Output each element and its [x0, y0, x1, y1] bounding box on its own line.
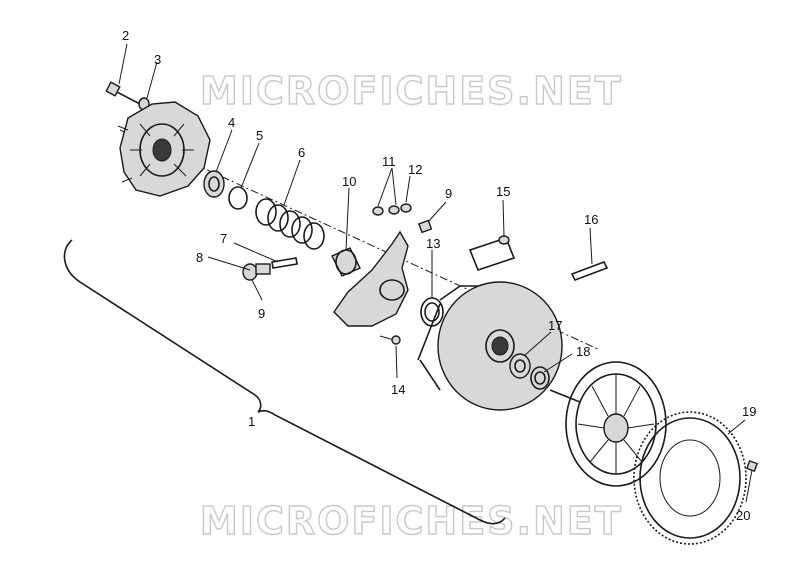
ring-gear-part: [633, 411, 747, 545]
weights-part: [372, 203, 412, 216]
fixed-sheave-part: [549, 361, 667, 487]
assembly-brace: [63, 239, 506, 525]
roller-part: [242, 263, 271, 281]
callout-3: 3: [154, 52, 161, 67]
callout-14: 14: [391, 382, 405, 397]
bolt-part: [105, 81, 141, 105]
callout-13: 13: [426, 236, 440, 251]
callout-5: 5: [256, 128, 263, 143]
callout-20: 20: [736, 508, 750, 523]
clip-part: [468, 235, 516, 271]
sheave-ring-part: [530, 366, 550, 390]
callout-8: 8: [196, 250, 203, 265]
leader-lines: [118, 43, 753, 503]
callout-9-lower: 9: [258, 306, 265, 321]
gear-screw-part: [745, 459, 759, 473]
callout-19: 19: [742, 404, 756, 419]
callout-15: 15: [496, 184, 510, 199]
pin-part: [271, 257, 298, 269]
spider-arm-part: [333, 230, 409, 327]
callout-2: 2: [122, 28, 129, 43]
cover-plate-part: [117, 101, 211, 197]
callout-16: 16: [584, 212, 598, 227]
sheave-bushing-part: [509, 353, 531, 379]
callout-17: 17: [548, 318, 562, 333]
callout-1: 1: [248, 414, 255, 429]
callout-11: 11: [382, 154, 396, 169]
ring-part: [420, 297, 444, 327]
watermark-top: MICROFICHES.NET: [200, 69, 623, 113]
callout-9-upper: 9: [445, 186, 452, 201]
snap-ring-part: [228, 186, 248, 210]
spring-part: [255, 198, 325, 250]
small-bushing-part: [418, 219, 433, 234]
bearing-part: [331, 247, 361, 277]
callout-10: 10: [342, 174, 356, 189]
callout-7: 7: [220, 231, 227, 246]
bushing-part: [203, 170, 225, 198]
callout-4: 4: [228, 115, 235, 130]
long-pin-part: [570, 260, 609, 282]
callout-18: 18: [576, 344, 590, 359]
callout-12: 12: [408, 162, 422, 177]
set-screw-part: [379, 335, 401, 345]
watermark-bottom: MICROFICHES.NET: [200, 499, 623, 543]
callout-6: 6: [298, 145, 305, 160]
